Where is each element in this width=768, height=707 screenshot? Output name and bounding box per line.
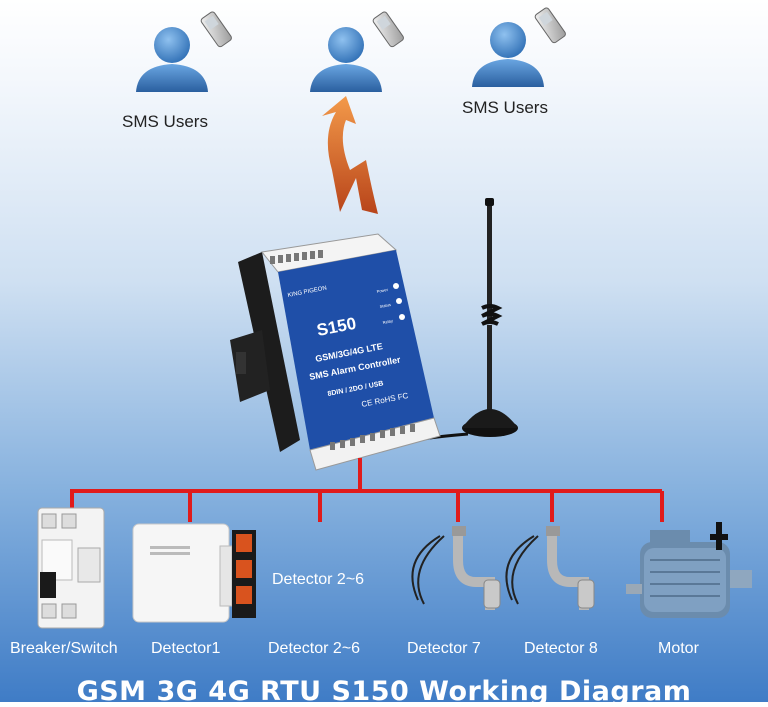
phone-icon [200, 11, 232, 48]
users-layer [136, 7, 566, 214]
device-label-detector7: Detector 7 [407, 640, 481, 657]
detector-mid-label: Detector 2~6 [272, 571, 365, 588]
motor-icon [626, 522, 752, 618]
user-icon-center [310, 11, 404, 92]
signal-arrow-icon [322, 96, 378, 214]
diagram-title: GSM 3G 4G RTU S150 Working Diagram [76, 676, 692, 707]
breaker-icon [37, 507, 105, 629]
field-devices-layer [37, 507, 752, 629]
led-label-power: Power [376, 287, 389, 294]
float-switch-7-icon [411, 526, 501, 610]
user-icon-right [472, 7, 566, 87]
device-label-detector26: Detector 2~6 [268, 640, 361, 657]
float-switch-8-icon [505, 526, 595, 610]
device-label-detector1: Detector1 [151, 640, 221, 657]
device-label-detector8: Detector 8 [524, 640, 598, 657]
led-label-status: Status [379, 302, 391, 309]
device-label-breaker: Breaker/Switch [10, 640, 118, 657]
device-label-motor: Motor [658, 640, 699, 657]
sms-users-label-left: SMS Users [122, 112, 208, 131]
led-label-relay: Relay [382, 318, 393, 325]
detector1-icon [132, 523, 233, 623]
phone-icon [534, 7, 566, 44]
sms-users-label-right: SMS Users [462, 98, 548, 117]
relay-terminal-icon [232, 530, 256, 618]
signal-bus [70, 458, 664, 522]
controller-layer: KING PIGEON S150 GSM/3G/4G LTE SMS Alarm… [70, 198, 664, 522]
user-icon-left [136, 11, 232, 92]
phone-icon [372, 11, 404, 48]
s150-controller [230, 233, 441, 471]
